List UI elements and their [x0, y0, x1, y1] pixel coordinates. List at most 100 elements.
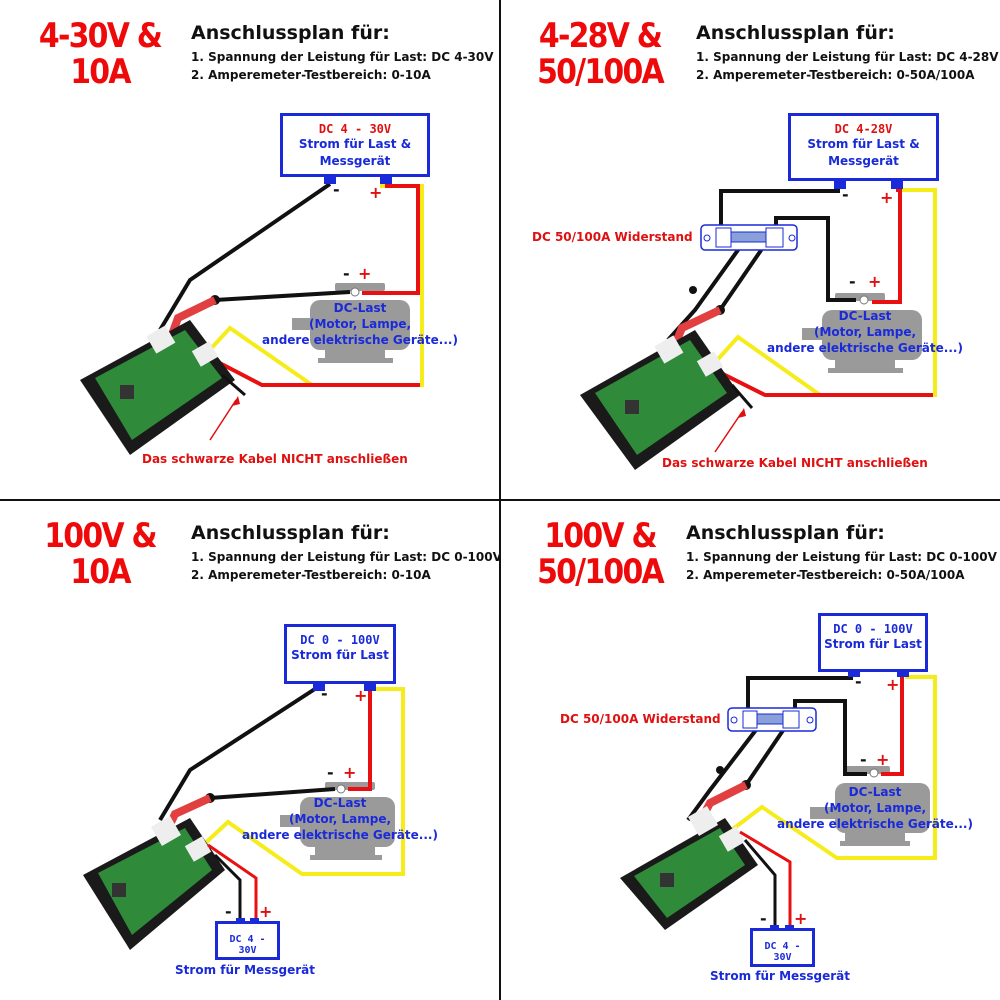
meter-psu-voltage: DC 4 - 30V	[764, 941, 801, 963]
load-minus-sign: -	[327, 763, 334, 782]
meter-psu-plus-sign: +	[794, 909, 808, 928]
load-power-supply-box: DC 0 - 100V Strom für Last	[284, 624, 396, 684]
voltmeter-ammeter-module	[620, 805, 758, 930]
spec-line-current: 2. Amperemeter-Testbereich: 0-50A/100A	[686, 568, 965, 582]
black-sense-wire-2	[744, 724, 788, 787]
load-terminal	[859, 295, 869, 305]
black-sense-wire-1	[686, 724, 761, 822]
red-wire-load	[348, 689, 372, 791]
load-power-supply-box: DC 4-28V Strom für Last & Messgerät	[788, 113, 939, 181]
psu-voltage: DC 4-28V	[834, 122, 893, 136]
spec-line-voltage: 1. Spannung der Leistung für Last: DC 0-…	[191, 550, 500, 564]
warning-label: Das schwarze Kabel NICHT anschließen	[662, 456, 928, 470]
load-plus-sign: +	[868, 272, 882, 291]
load-title: DC-Last	[313, 796, 367, 810]
load-desc-1: (Motor, Lampe,	[823, 801, 927, 815]
range-title: 100V & 10A	[30, 518, 171, 590]
load-desc-2: andere elektrische Geräte...)	[767, 341, 963, 355]
spec-line-voltage: 1. Spannung der Leistung für Last: DC 4-…	[191, 50, 494, 64]
load-label: DC-Last (Motor, Lampe, andere elektrisch…	[775, 784, 975, 832]
psu-desc-2: Messgerät	[828, 154, 899, 168]
psu-terminal-positive	[364, 683, 376, 691]
load-minus-sign: -	[860, 750, 867, 769]
load-label: DC-Last (Motor, Lampe, andere elektrisch…	[240, 795, 440, 843]
panel-4-30v-10a: 4-30V & 10A Anschlussplan für: 1. Spannu…	[0, 0, 500, 500]
load-title: DC-Last	[838, 309, 892, 323]
yellow-wire	[198, 687, 405, 876]
wiring-diagram	[80, 176, 424, 455]
panel-4-28v-50-100a: 4-28V & 50/100A Anschlussplan für: 1. Sp…	[500, 0, 1000, 500]
red-wire-load	[881, 677, 904, 776]
psu-minus-sign: -	[321, 684, 328, 703]
psu-desc-1: Strom für Last &	[298, 137, 412, 151]
black-wire-meter-supply	[213, 853, 242, 918]
motor-icon	[280, 782, 395, 860]
range-title: 100V & 50/100A	[530, 518, 671, 590]
psu-terminal-positive	[897, 669, 909, 677]
horizontal-divider	[0, 499, 1000, 501]
load-minus-sign: -	[343, 264, 350, 283]
psu-voltage: DC 4 - 30V	[318, 122, 392, 136]
psu-terminal-negative	[313, 683, 325, 691]
meter-psu-label: Strom für Messgerät	[175, 963, 315, 977]
load-label: DC-Last (Motor, Lampe, andere elektrisch…	[260, 300, 460, 348]
load-desc-2: andere elektrische Geräte...)	[777, 817, 973, 831]
load-desc-1: (Motor, Lampe,	[813, 325, 917, 339]
psu-terminal-positive	[891, 181, 903, 189]
psu-terminal-positive	[380, 176, 392, 184]
psu-minus-sign: -	[333, 180, 340, 199]
meter-power-supply-box: DC 4 - 30V	[750, 928, 815, 967]
load-label: DC-Last (Motor, Lampe, andere elektrisch…	[765, 308, 965, 356]
warning-arrow	[209, 399, 237, 441]
wiring-heading: Anschlussplan für:	[191, 22, 390, 44]
psu-plus-sign: +	[354, 686, 368, 705]
meter-psu-plus-sign: +	[259, 902, 273, 921]
shunt-resistor-icon	[700, 224, 798, 251]
psu-minus-sign: -	[855, 672, 862, 691]
psu-plus-sign: +	[369, 183, 383, 202]
psu-desc-1: Strom für Last &	[807, 137, 920, 151]
spec-line-current: 2. Amperemeter-Testbereich: 0-10A	[191, 68, 431, 82]
voltmeter-ammeter-module	[80, 320, 235, 455]
psu-plus-sign: +	[880, 188, 894, 207]
unconnected-black-wire	[730, 384, 754, 409]
meter-psu-minus-sign: -	[225, 902, 232, 921]
wiring-heading: Anschlussplan für:	[191, 522, 390, 544]
range-title-line1: 4-30V &	[38, 16, 163, 56]
black-wire-psu	[158, 182, 332, 332]
range-title-line2: 10A	[70, 52, 131, 92]
spec-line-current: 2. Amperemeter-Testbereich: 0-50A/100A	[696, 68, 975, 82]
shunt-resistor-icon	[727, 707, 817, 732]
spec-line-voltage: 1. Spannung der Leistung für Last: DC 0-…	[686, 550, 997, 564]
meter-psu-minus-sign: -	[760, 909, 767, 928]
black-wire-psu	[158, 685, 320, 822]
load-plus-sign: +	[358, 264, 372, 283]
yellow-wire	[203, 184, 424, 387]
warning-label: Das schwarze Kabel NICHT anschließen	[142, 452, 408, 466]
range-title: 4-28V & 50/100A	[530, 18, 671, 90]
red-wire-load	[362, 184, 420, 295]
psu-minus-sign: -	[842, 185, 849, 204]
wiring-diagram	[83, 683, 405, 950]
wiring-diagram	[580, 181, 937, 470]
range-title: 4-30V & 10A	[30, 18, 171, 90]
shunt-label: DC 50/100A Widerstand	[532, 230, 693, 244]
load-desc-1: (Motor, Lampe,	[308, 317, 412, 331]
load-title: DC-Last	[848, 785, 902, 799]
black-sense-wire-2	[718, 241, 768, 312]
red-wire-load	[872, 188, 902, 304]
range-title-line2: 10A	[70, 552, 131, 592]
range-title-line1: 4-28V &	[538, 16, 663, 56]
psu-terminal-negative	[324, 176, 336, 184]
voltmeter-ammeter-module	[580, 330, 740, 470]
black-wire-shunt-load	[774, 216, 856, 302]
psu-desc-1: Strom für Last	[824, 637, 922, 651]
wiring-heading: Anschlussplan für:	[696, 22, 895, 44]
wiring-heading: Anschlussplan für:	[686, 522, 885, 544]
psu-plus-sign: +	[886, 675, 900, 694]
load-power-supply-box: DC 4 - 30V Strom für Last & Messgerät	[280, 113, 430, 177]
unconnected-black-wire	[221, 373, 246, 397]
psu-desc-1: Strom für Last	[291, 648, 389, 662]
range-title-line1: 100V &	[44, 516, 157, 556]
wiring-diagram	[620, 669, 937, 931]
